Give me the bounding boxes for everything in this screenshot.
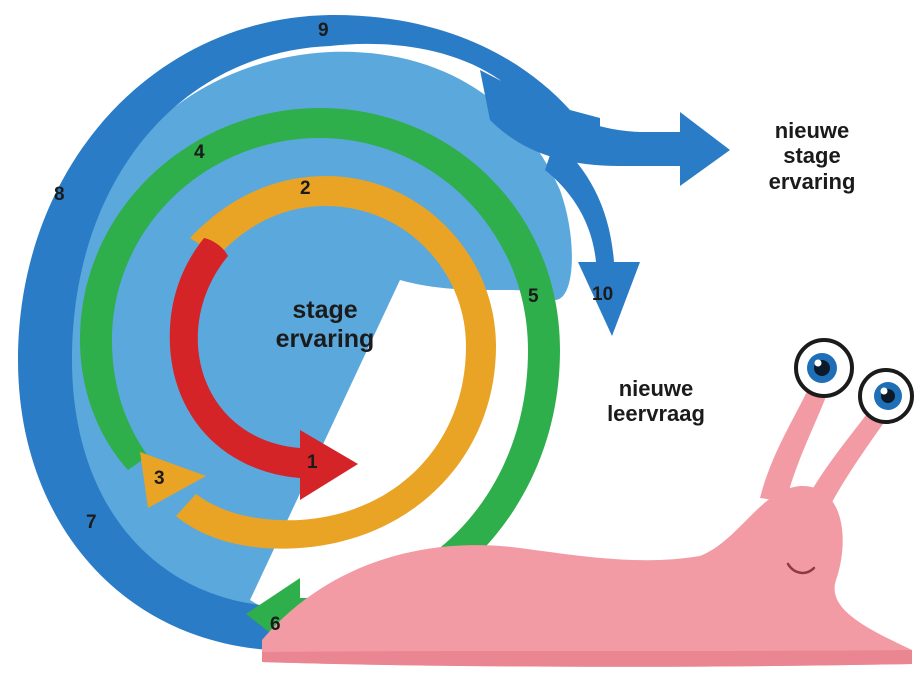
center-label-line1: stage bbox=[292, 296, 358, 324]
step-number-3: 3 bbox=[154, 468, 165, 489]
snail bbox=[262, 338, 914, 667]
step-number-1: 1 bbox=[307, 452, 318, 473]
step-number-5: 5 bbox=[528, 286, 539, 307]
step-number-6: 6 bbox=[270, 614, 281, 635]
snail-body bbox=[262, 485, 912, 667]
new-stage-line1: nieuwe bbox=[774, 118, 850, 143]
arrowhead-step-3 bbox=[140, 452, 206, 508]
new-stage-experience-label: nieuwe stage ervaring bbox=[742, 118, 882, 194]
red-arrow-step-1 bbox=[169, 238, 358, 500]
snail-eye-left bbox=[794, 338, 854, 398]
snail-body-shadow bbox=[262, 650, 912, 667]
new-question-line1: nieuwe bbox=[618, 376, 694, 401]
arrow-step-10 bbox=[545, 140, 640, 336]
step-number-2: 2 bbox=[300, 178, 311, 199]
new-question-line2: leervraag bbox=[607, 401, 705, 427]
center-label-line2: ervaring bbox=[275, 324, 375, 353]
new-stage-line2: stage bbox=[783, 143, 841, 169]
red-arrowhead bbox=[300, 430, 358, 500]
orange-inner-loop bbox=[140, 176, 496, 549]
step-number-9: 9 bbox=[318, 20, 329, 41]
new-learning-question-label: nieuwe leervraag bbox=[586, 376, 726, 427]
step-number-8: 8 bbox=[54, 184, 65, 205]
step-number-7: 7 bbox=[86, 512, 97, 533]
step-number-4: 4 bbox=[194, 142, 205, 163]
snail-stalk-left bbox=[760, 380, 830, 502]
arrow-to-new-stage bbox=[480, 70, 730, 186]
orange-ring bbox=[176, 176, 496, 549]
red-arc bbox=[169, 238, 300, 478]
center-label: stage ervaring bbox=[240, 296, 410, 354]
snail-stalk-right bbox=[800, 404, 890, 518]
snail-smile bbox=[786, 562, 816, 575]
step-number-10: 10 bbox=[592, 284, 614, 305]
snail-eye-right bbox=[858, 368, 914, 424]
new-stage-line3: ervaring bbox=[768, 168, 856, 194]
